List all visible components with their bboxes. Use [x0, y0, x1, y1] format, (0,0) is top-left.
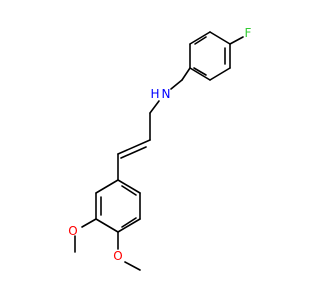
- bond: [209, 67, 231, 81]
- amine-n-label: N: [162, 87, 171, 101]
- bond: [170, 79, 183, 90]
- dimethoxyphenyl-ring: [95, 179, 141, 233]
- structure-canvas: F N H O O: [68, 26, 252, 271]
- bond: [209, 31, 231, 45]
- bond: [124, 261, 141, 271]
- bond: [117, 218, 141, 233]
- bond: [95, 218, 119, 233]
- double-bond: [194, 36, 207, 45]
- bond: [117, 139, 151, 155]
- methoxy-oxygen-label: O: [68, 224, 77, 238]
- methoxy-oxygen-label: O: [113, 249, 122, 263]
- fluorophenyl-ring: [189, 31, 231, 81]
- bond: [181, 67, 191, 81]
- bond: [189, 31, 211, 45]
- double-bond: [120, 146, 147, 159]
- bond: [81, 218, 97, 228]
- double-bond: [121, 185, 137, 196]
- bond: [117, 179, 141, 194]
- amine-h-label: H: [150, 87, 159, 101]
- double-bond: [121, 217, 137, 228]
- bond: [95, 179, 119, 194]
- bond: [229, 36, 244, 45]
- double-bond: [193, 67, 207, 76]
- fluorine-atom-label: F: [245, 26, 252, 40]
- bond: [189, 67, 211, 81]
- bond: [149, 100, 160, 114]
